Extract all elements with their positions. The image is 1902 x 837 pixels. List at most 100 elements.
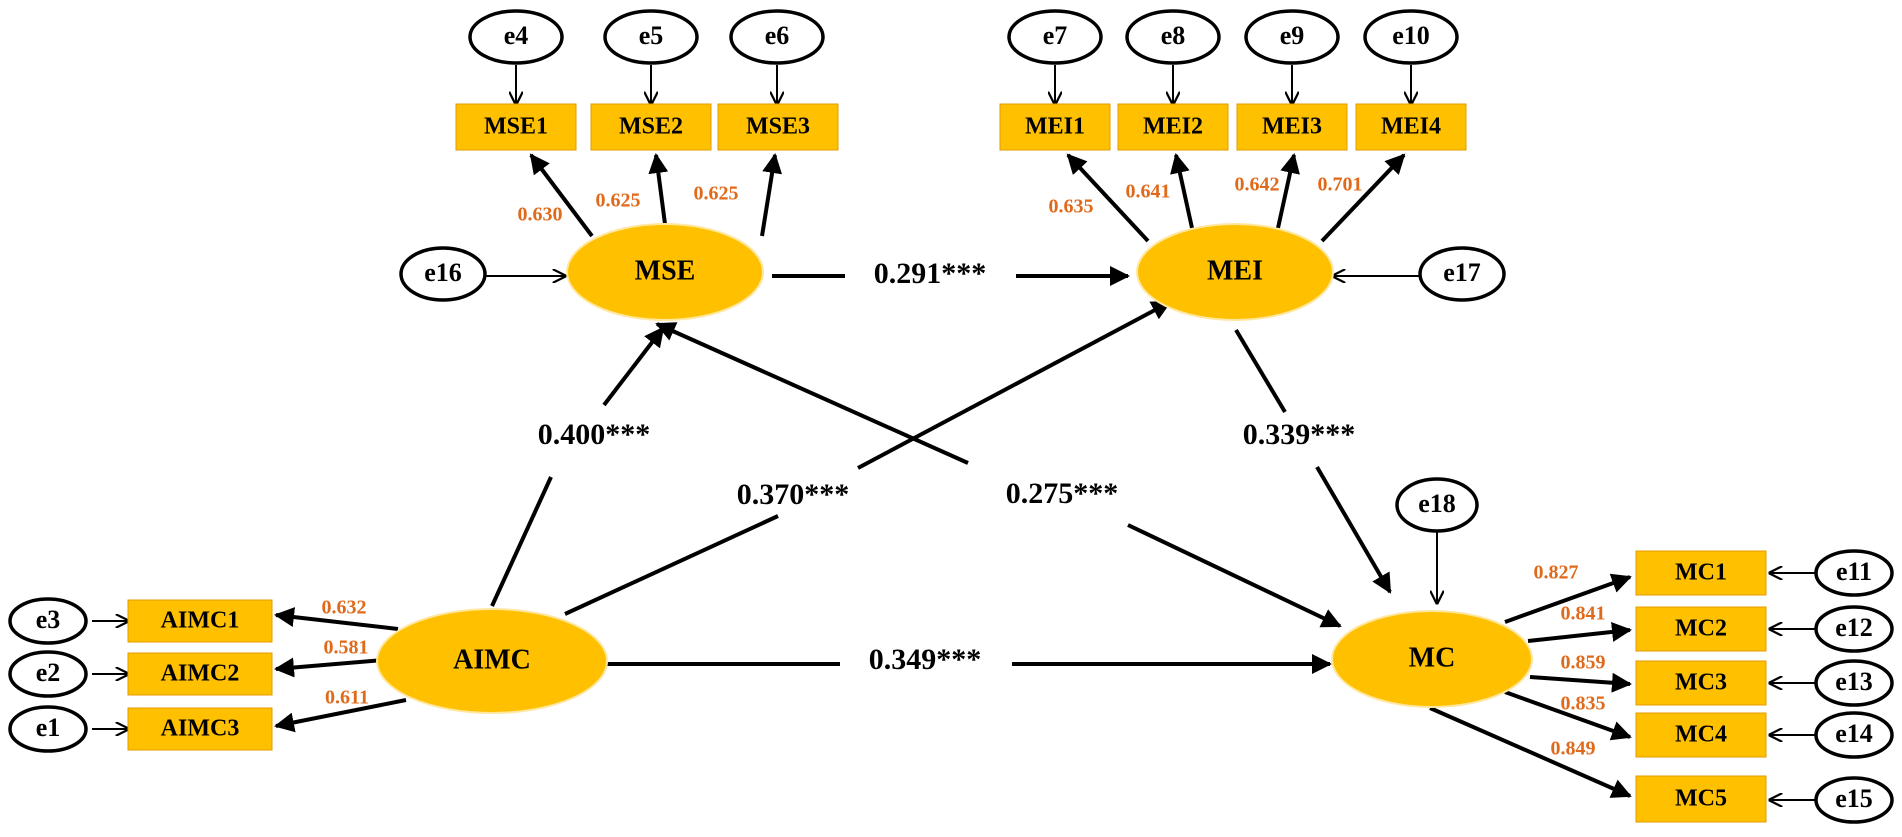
latent-mei: MEI [1136,223,1334,321]
loading-mei3: 0.642 [1235,174,1280,196]
indicator-aimc2: AIMC2 [127,652,273,696]
loading-line-mc3 [1529,672,1632,693]
indicator-mei2: MEI2 [1117,103,1229,151]
path-label-mse-mc: 0.275*** [1006,477,1119,510]
error-e1: e1 [8,705,88,753]
loading-line-mei3 [1276,153,1300,229]
path-aimc-mse-seg1 [490,476,553,607]
indicator-aimc1: AIMC1 [127,599,273,643]
indicator-mc5-label: MC5 [1675,786,1727,812]
indicator-mei4: MEI4 [1355,103,1467,151]
loading-line-mse1 [529,153,594,238]
error-e4-label: e4 [504,21,529,50]
indicator-mc1: MC1 [1635,550,1767,596]
error-e5: e5 [603,9,699,65]
loading-line-mei2 [1170,153,1194,229]
path-label-aimc-mc: 0.349*** [869,643,982,676]
indicator-mei3: MEI3 [1236,103,1348,151]
error-e10-label: e10 [1392,21,1430,50]
error-e1-label: e1 [36,713,61,742]
indicator-mei4-label: MEI4 [1381,114,1441,140]
error-e8: e8 [1125,9,1221,65]
loading-mse1: 0.630 [518,204,563,226]
loading-line-mse2 [648,153,669,225]
error-e17-label: e17 [1443,258,1481,287]
loading-line-mc1 [1504,573,1632,624]
loading-aimc3: 0.611 [325,687,369,709]
loading-line-mc4 [1504,690,1632,741]
latent-mc-label: MC [1409,642,1456,673]
error-e13: e13 [1814,659,1894,707]
loading-line-aimc1 [274,607,399,631]
indicator-mc3-label: MC3 [1675,670,1727,696]
error-e14: e14 [1814,711,1894,759]
error-e15: e15 [1814,776,1894,824]
path-label-mse-mei: 0.291*** [874,257,987,290]
error-e15-label: e15 [1835,784,1873,813]
indicator-mei2-label: MEI2 [1143,114,1203,140]
path-mei-mc-seg2 [1315,465,1392,594]
path-label-aimc-mei: 0.370*** [737,478,850,511]
indicator-mc4: MC4 [1635,712,1767,758]
error-e11-label: e11 [1836,557,1872,586]
latent-mse: MSE [566,223,764,321]
error-e3-label: e3 [36,605,61,634]
path-mei-mc-seg1 [1234,328,1287,414]
error-e11: e11 [1814,549,1894,597]
error-e9: e9 [1244,9,1340,65]
indicator-mse2: MSE2 [590,103,712,151]
loading-mc3: 0.859 [1561,652,1606,674]
indicator-mse1: MSE1 [455,103,577,151]
error-e5-label: e5 [639,21,664,50]
indicator-mc4-label: MC4 [1675,722,1727,748]
loading-line-mc5 [1429,706,1632,798]
error-e14-label: e14 [1835,719,1873,748]
error-e7: e7 [1007,9,1103,65]
loading-aimc2: 0.581 [324,637,369,659]
path-aimc-mei-seg1 [564,514,779,616]
loading-mse3: 0.625 [694,183,739,205]
error-e18: e18 [1395,477,1479,533]
indicator-aimc2-label: AIMC2 [161,661,240,687]
loading-line-aimc2 [274,657,385,678]
indicator-mei1-label: MEI1 [1025,114,1085,140]
error-e6-label: e6 [765,21,790,50]
loading-mc5: 0.849 [1551,738,1596,760]
path-mse-mc-seg2 [1127,523,1342,628]
loading-mse2: 0.625 [596,190,641,212]
path-aimc-mse-seg2 [602,326,665,407]
path-mse-mc-seg1 [655,322,969,465]
loading-line-mse3 [760,153,783,237]
indicator-mc2: MC2 [1635,606,1767,652]
error-e16-label: e16 [424,258,462,287]
latent-aimc: AIMC [376,608,608,714]
indicator-mse3-label: MSE3 [746,114,810,140]
loading-mei4: 0.701 [1318,174,1363,196]
loading-mc1: 0.827 [1534,562,1579,584]
indicator-mse3: MSE3 [717,103,839,151]
indicator-mei1: MEI1 [999,103,1111,151]
loading-line-mei4 [1320,153,1406,243]
error-e2: e2 [8,650,88,698]
indicator-mse2-label: MSE2 [619,114,683,140]
indicator-mc2-label: MC2 [1675,616,1727,642]
latent-mc: MC [1331,610,1533,708]
loading-mei1: 0.635 [1049,196,1094,218]
error-e16: e16 [399,246,487,302]
indicator-mse1-label: MSE1 [484,114,548,140]
error-e6: e6 [729,9,825,65]
error-e12-label: e12 [1835,613,1873,642]
loading-mc4: 0.835 [1561,693,1606,715]
error-e7-label: e7 [1043,21,1068,50]
path-label-mei-mc: 0.339*** [1243,418,1356,451]
indicator-aimc1-label: AIMC1 [161,608,240,634]
error-e10: e10 [1363,9,1459,65]
error-e13-label: e13 [1835,667,1873,696]
loading-line-mc2 [1527,621,1632,643]
error-e4: e4 [468,9,564,65]
error-e18-label: e18 [1418,489,1456,518]
indicator-mc5: MC5 [1635,775,1767,823]
latent-mse-label: MSE [635,255,696,286]
indicator-aimc3: AIMC3 [127,707,273,751]
